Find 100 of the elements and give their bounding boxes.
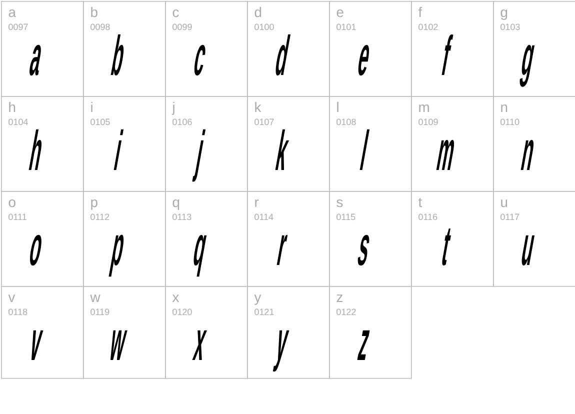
glyph-cell (493, 1, 575, 97)
glyph-cell (411, 191, 494, 287)
character-label: a (8, 9, 16, 18)
glyph: i (114, 129, 124, 170)
glyph: r (276, 234, 288, 265)
character-label: m (419, 104, 429, 112)
glyph-cell (1, 1, 84, 97)
glyph-cell (165, 191, 248, 287)
glyph: c (194, 44, 206, 76)
glyph-cell (247, 286, 330, 379)
glyph: j (192, 129, 206, 182)
character-label: e (336, 9, 344, 18)
character-label: r (255, 199, 259, 207)
code-label: 0108 (336, 118, 356, 126)
glyph-cell (329, 1, 412, 97)
code-label: 0117 (500, 214, 520, 220)
glyph: b (110, 34, 124, 76)
code-label: 0115 (336, 214, 356, 220)
glyph-cell (493, 96, 575, 192)
glyph: q (194, 234, 207, 277)
glyph-cell (1, 96, 84, 192)
code-label: 0110 (500, 118, 520, 126)
code-label: 0106 (172, 118, 192, 126)
character-label: u (501, 200, 508, 208)
code-label: 0109 (418, 118, 438, 126)
character-label: o (8, 199, 16, 208)
character-label: n (501, 104, 508, 112)
glyph: n (520, 140, 534, 170)
glyph: d (276, 34, 291, 76)
code-label: 0100 (254, 24, 274, 30)
glyph-cell (329, 96, 412, 192)
glyph-cell (165, 96, 248, 192)
glyph: a (30, 44, 41, 76)
glyph-cell (83, 96, 166, 192)
glyph-cell (411, 96, 494, 192)
code-label: 0114 (254, 214, 274, 220)
code-label: 0113 (172, 214, 192, 220)
glyph: o (30, 234, 42, 266)
code-label: 0102 (418, 24, 438, 30)
code-label: 0101 (336, 24, 356, 30)
glyph: x (192, 330, 207, 360)
glyph: y (272, 330, 290, 372)
glyph-cell (165, 1, 248, 97)
glyph-cell (329, 286, 412, 379)
glyph: f (442, 34, 454, 75)
code-label: 0122 (336, 308, 356, 316)
glyph-cell (247, 96, 330, 192)
character-label: j (172, 102, 174, 115)
code-label: 0120 (172, 308, 192, 316)
character-label: y (254, 294, 262, 305)
character-label: z (336, 294, 342, 302)
glyph: e (358, 44, 370, 76)
character-label: w (90, 294, 100, 302)
character-label: g (500, 9, 508, 20)
character-label: l (337, 102, 338, 112)
glyph-cell (329, 191, 412, 287)
glyph: k (275, 129, 290, 170)
glyph: l (360, 129, 370, 170)
code-label: 0103 (500, 24, 520, 30)
glyph-cell (411, 1, 494, 97)
character-label: h (9, 102, 16, 112)
glyph-cell (1, 191, 84, 287)
code-label: 0099 (172, 24, 192, 30)
character-label: k (255, 102, 262, 112)
character-label: s (336, 199, 343, 208)
glyph-cell (247, 1, 330, 97)
code-label: 0105 (90, 118, 110, 126)
glyph-cell (247, 191, 330, 287)
character-label: v (8, 294, 16, 302)
glyph-cell (83, 1, 166, 97)
code-label: 0104 (8, 118, 28, 126)
character-label: p (91, 199, 98, 210)
glyph: h (28, 129, 42, 170)
code-label: 0098 (90, 24, 110, 30)
character-label: x (172, 294, 180, 302)
glyph: g (520, 44, 535, 87)
glyph: z (357, 330, 370, 360)
glyph-cell (83, 286, 166, 379)
glyph: m (436, 140, 454, 170)
code-label: 0121 (254, 308, 274, 316)
character-label: f (418, 6, 422, 17)
code-label: 0116 (418, 214, 438, 220)
glyph: p (108, 234, 124, 277)
glyph: w (110, 330, 128, 360)
glyph: u (522, 235, 535, 266)
character-label: c (172, 9, 179, 18)
glyph-cell (493, 191, 575, 287)
glyph: t (442, 228, 451, 266)
glyph-cell (165, 286, 248, 379)
code-label: 0097 (8, 24, 28, 30)
glyph-cell (1, 286, 84, 379)
code-label: 0112 (90, 214, 110, 220)
character-label: t (418, 198, 422, 208)
character-label: i (91, 102, 92, 112)
character-label: d (254, 6, 262, 18)
code-label: 0111 (8, 214, 26, 220)
code-label: 0119 (90, 308, 110, 316)
character-label: q (172, 199, 180, 210)
glyph: v (31, 330, 44, 360)
glyph-cell (83, 191, 166, 287)
